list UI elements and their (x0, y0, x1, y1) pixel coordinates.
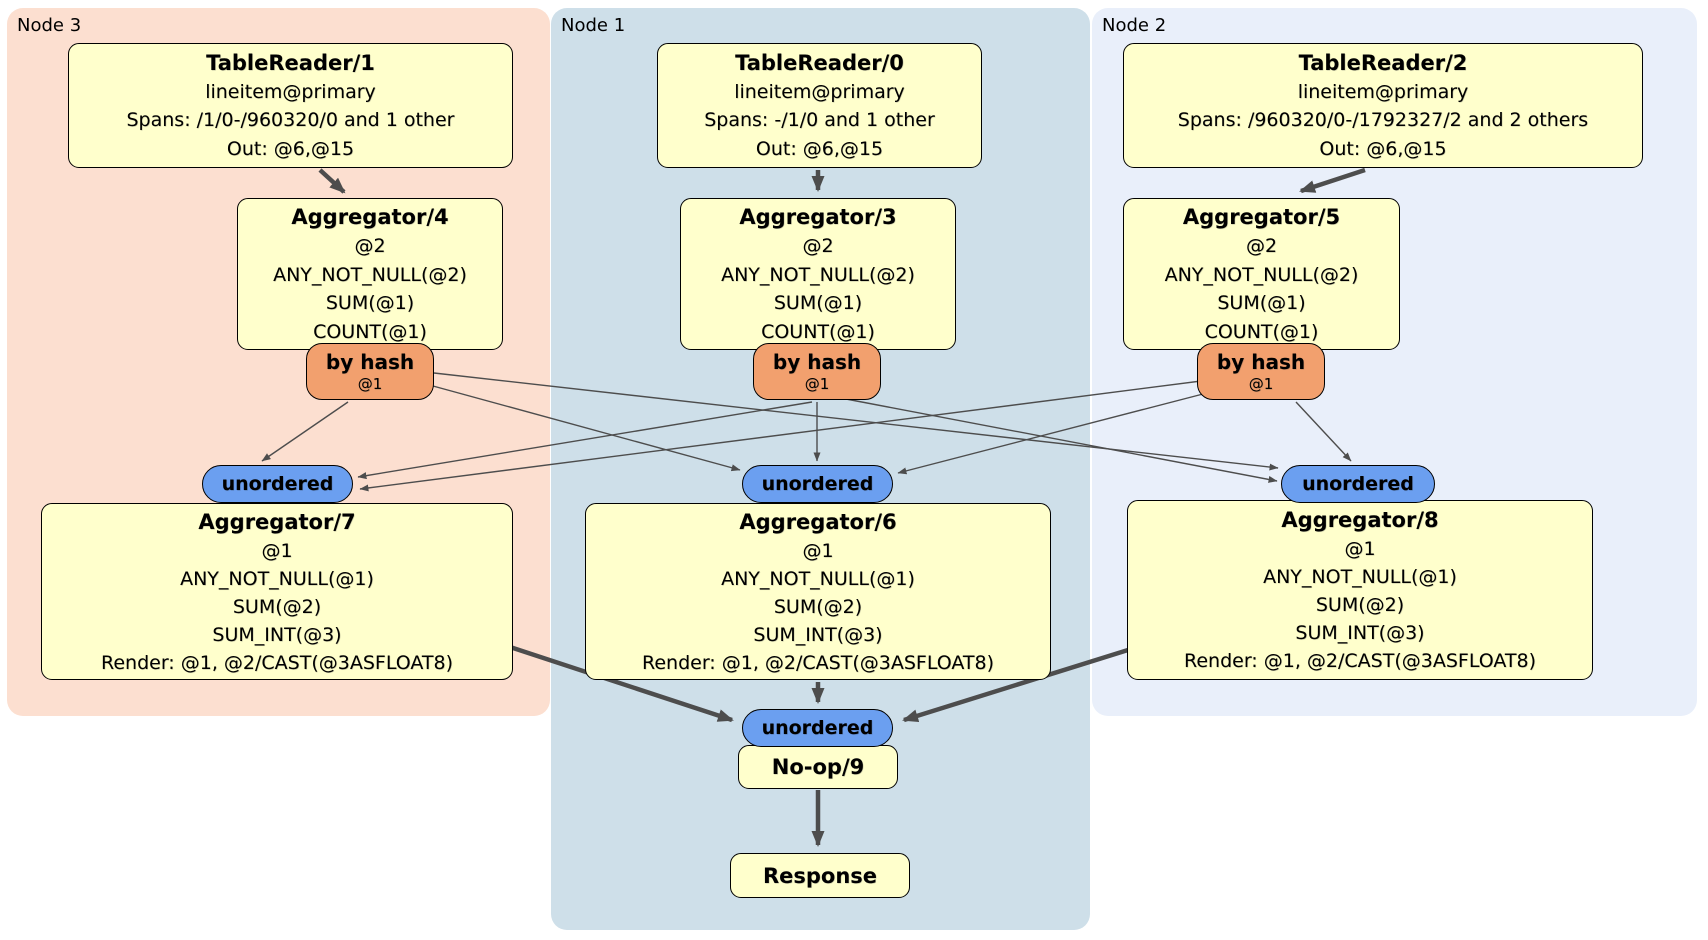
tablereader0-out: Out: @6,@15 (755, 137, 884, 160)
aggregator8-box: Aggregator/8 @1 ANY_NOT_NULL(@1) SUM(@2)… (1127, 500, 1593, 680)
aggregator4-fn3: COUNT(@1) (313, 320, 427, 343)
aggregator5-box: Aggregator/5 @2 ANY_NOT_NULL(@2) SUM(@1)… (1123, 198, 1400, 350)
unordered-sync-final-label: unordered (761, 717, 874, 739)
aggregator6-render: Render: @1, @2/CAST(@3ASFLOAT8) (642, 651, 994, 674)
aggregator6-fn1: ANY_NOT_NULL(@1) (721, 567, 915, 590)
aggregator4-fn1: ANY_NOT_NULL(@2) (273, 263, 467, 286)
aggregator6-groupcol: @1 (802, 539, 834, 562)
node1-region-label: Node 1 (561, 15, 626, 36)
aggregator7-fn3: SUM_INT(@3) (212, 623, 342, 646)
tablereader2-title: TableReader/2 (1298, 50, 1468, 75)
aggregator4-box: Aggregator/4 @2 ANY_NOT_NULL(@2) SUM(@1)… (237, 198, 503, 350)
aggregator8-render: Render: @1, @2/CAST(@3ASFLOAT8) (1184, 650, 1536, 672)
aggregator3-fn1: ANY_NOT_NULL(@2) (721, 263, 915, 286)
unordered-sync-6: unordered (742, 465, 893, 503)
hash-router-5-label: by hash (1216, 349, 1306, 374)
hash-router-4-label: by hash (325, 349, 415, 374)
aggregator4-groupcol: @2 (354, 235, 386, 257)
unordered-sync-7-label: unordered (221, 473, 334, 495)
aggregator8-fn3: SUM_INT(@3) (1295, 622, 1425, 644)
tablereader2-box: TableReader/2 lineitem@primary Spans: /9… (1123, 43, 1643, 168)
tablereader1-index: lineitem@primary (205, 80, 376, 103)
aggregator7-groupcol: @1 (261, 539, 293, 562)
unordered-sync-6-label: unordered (761, 473, 874, 495)
aggregator3-groupcol: @2 (802, 235, 834, 257)
aggregator6-title: Aggregator/6 (739, 509, 897, 534)
node3-region-label: Node 3 (17, 15, 82, 36)
unordered-sync-8-label: unordered (1302, 473, 1414, 495)
response-title: Response (762, 863, 878, 888)
aggregator5-fn1: ANY_NOT_NULL(@2) (1164, 263, 1359, 286)
aggregator7-fn1: ANY_NOT_NULL(@1) (180, 567, 374, 590)
tablereader1-title: TableReader/1 (206, 50, 375, 75)
tablereader1-out: Out: @6,@15 (226, 137, 355, 160)
aggregator7-title: Aggregator/7 (198, 509, 356, 534)
unordered-sync-final: unordered (742, 709, 893, 747)
aggregator3-fn2: SUM(@1) (773, 292, 863, 314)
tablereader0-index: lineitem@primary (734, 80, 905, 103)
response-box: Response (730, 853, 910, 898)
tablereader1-box: TableReader/1 lineitem@primary Spans: /1… (68, 43, 513, 168)
aggregator8-fn1: ANY_NOT_NULL(@1) (1263, 566, 1457, 588)
aggregator8-title: Aggregator/8 (1281, 508, 1439, 532)
aggregator8-groupcol: @1 (1344, 538, 1376, 560)
aggregator6-fn3: SUM_INT(@3) (753, 623, 883, 646)
aggregator3-fn3: COUNT(@1) (761, 320, 875, 343)
aggregator6-box: Aggregator/6 @1 ANY_NOT_NULL(@1) SUM(@2)… (585, 503, 1051, 680)
aggregator5-fn3: COUNT(@1) (1204, 320, 1319, 343)
aggregator7-fn2: SUM(@2) (232, 595, 322, 618)
hash-router-4-key: @1 (357, 374, 383, 393)
noop-box: No-op/9 (738, 745, 898, 789)
noop-title: No-op/9 (771, 755, 865, 779)
aggregator4-fn2: SUM(@1) (325, 292, 415, 314)
tablereader1-spans: Spans: /1/0-/960320/0 and 1 other (126, 109, 455, 132)
tablereader2-out: Out: @6,@15 (1319, 137, 1447, 160)
hash-router-3-label: by hash (772, 349, 862, 374)
tablereader2-spans: Spans: /960320/0-/1792327/2 and 2 others (1177, 109, 1589, 132)
tablereader0-box: TableReader/0 lineitem@primary Spans: -/… (657, 43, 982, 168)
hash-router-3-key: @1 (804, 374, 830, 393)
hash-router-5-key: @1 (1248, 374, 1274, 393)
aggregator5-groupcol: @2 (1245, 235, 1278, 257)
node2-region-label: Node 2 (1102, 15, 1167, 36)
tablereader0-title: TableReader/0 (735, 50, 904, 75)
tablereader2-index: lineitem@primary (1297, 80, 1469, 103)
hash-router-5: by hash @1 (1197, 343, 1325, 400)
tablereader0-spans: Spans: -/1/0 and 1 other (704, 109, 935, 132)
aggregator7-render: Render: @1, @2/CAST(@3ASFLOAT8) (101, 651, 453, 674)
unordered-sync-7: unordered (202, 465, 353, 503)
hash-router-3: by hash @1 (753, 343, 881, 400)
aggregator5-fn2: SUM(@1) (1217, 292, 1306, 314)
aggregator8-fn2: SUM(@2) (1315, 594, 1405, 616)
aggregator3-title: Aggregator/3 (739, 205, 897, 229)
hash-router-4: by hash @1 (306, 343, 434, 400)
aggregator6-fn2: SUM(@2) (773, 595, 863, 618)
unordered-sync-8: unordered (1281, 465, 1435, 503)
aggregator7-box: Aggregator/7 @1 ANY_NOT_NULL(@1) SUM(@2)… (41, 503, 513, 680)
aggregator5-title: Aggregator/5 (1182, 205, 1341, 229)
aggregator4-title: Aggregator/4 (291, 205, 449, 229)
aggregator3-box: Aggregator/3 @2 ANY_NOT_NULL(@2) SUM(@1)… (680, 198, 956, 350)
